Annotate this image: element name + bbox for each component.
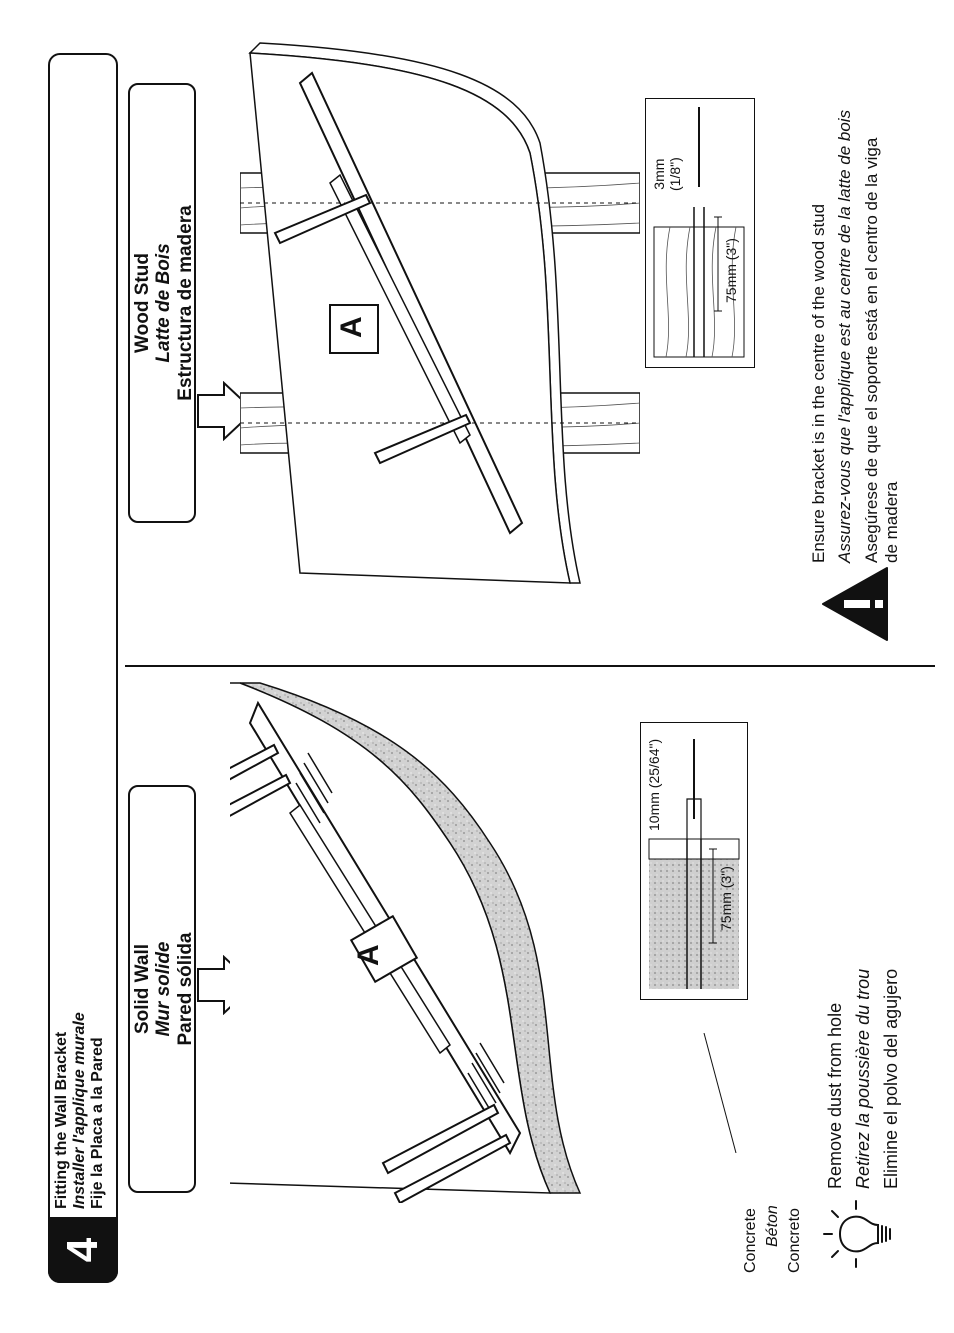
wood-stud-drill-depth: 75mm (3") (723, 238, 739, 303)
wood-stud-label-en: Wood Stud (132, 253, 153, 353)
step-title-en: Fitting the Wall Bracket (53, 1031, 70, 1209)
wood-stud-warning-fr: Assurez-vous que l'applique est au centr… (835, 109, 855, 563)
solid-wall-drill-diameter: 10mm (25/64") (646, 738, 662, 831)
wood-stud-drill-inset: 3mm (1/8") 75mm (3") (645, 98, 755, 368)
wood-stud-warning-en: Ensure bracket is in the centre of the w… (809, 203, 828, 563)
solid-wall-drill-inset: 10mm (25/64") 75mm (3") (640, 722, 748, 1000)
wood-stud-illustration (240, 42, 640, 584)
solid-wall-drill-depth: 75mm (3") (718, 866, 734, 931)
solid-wall-label-es: Pared sólida (174, 932, 196, 1046)
lightbulb-icon (823, 1200, 891, 1268)
warning-triangle-icon (822, 567, 888, 641)
step-title-es: Fije la Placa a la Pared (88, 1037, 106, 1209)
wood-stud-label-fr: Latte de Bois (153, 243, 175, 363)
wood-stud-label-es: Estructura de madera (174, 205, 196, 401)
solid-wall-label-en: Solid Wall (132, 943, 153, 1035)
arrow-right-icon (197, 381, 256, 441)
solid-wall-tip-fr: Retirez la poussière du trou (852, 968, 873, 1189)
step-titles: Fitting the Wall Bracket Installer l'app… (53, 1012, 107, 1209)
solid-wall-tip-en: Remove dust from hole (825, 1002, 845, 1189)
wood-stud-bracket-marker: A (335, 316, 368, 338)
solid-wall-illustration (230, 682, 582, 1203)
solid-wall-labels: Solid Wall Mur solide Pared sólida (132, 785, 196, 1193)
step-title-fr: Installer l'applique murale (70, 1012, 88, 1209)
wood-stud-warning: Ensure bracket is in the centre of the w… (806, 110, 905, 563)
step-number-badge: 4 (48, 1217, 118, 1283)
concrete-leader-line (703, 1033, 737, 1153)
wood-stud-drill-diameter: 3mm (1/8") (651, 157, 683, 191)
concrete-labels: Concrete Béton Concreto (742, 1205, 804, 1273)
solid-wall-bracket-marker: A (352, 944, 385, 966)
wood-stud-labels: Wood Stud Latte de Bois Estructura de ma… (132, 83, 196, 523)
solid-wall-tip-es: Elimine el polvo del agujero (880, 968, 901, 1189)
concrete-label-es: Concreto (785, 1208, 803, 1273)
wood-stud-drill-diameter-in: (1/8") (666, 157, 683, 191)
wood-stud-drill-diameter-mm: 3mm (651, 158, 667, 190)
concrete-label-fr: Béton (763, 1205, 781, 1247)
concrete-label-en: Concrete (742, 1208, 759, 1273)
solid-wall-tip: Remove dust from hole Retirez la poussiè… (822, 969, 906, 1189)
solid-wall-label-fr: Mur solide (153, 941, 175, 1037)
